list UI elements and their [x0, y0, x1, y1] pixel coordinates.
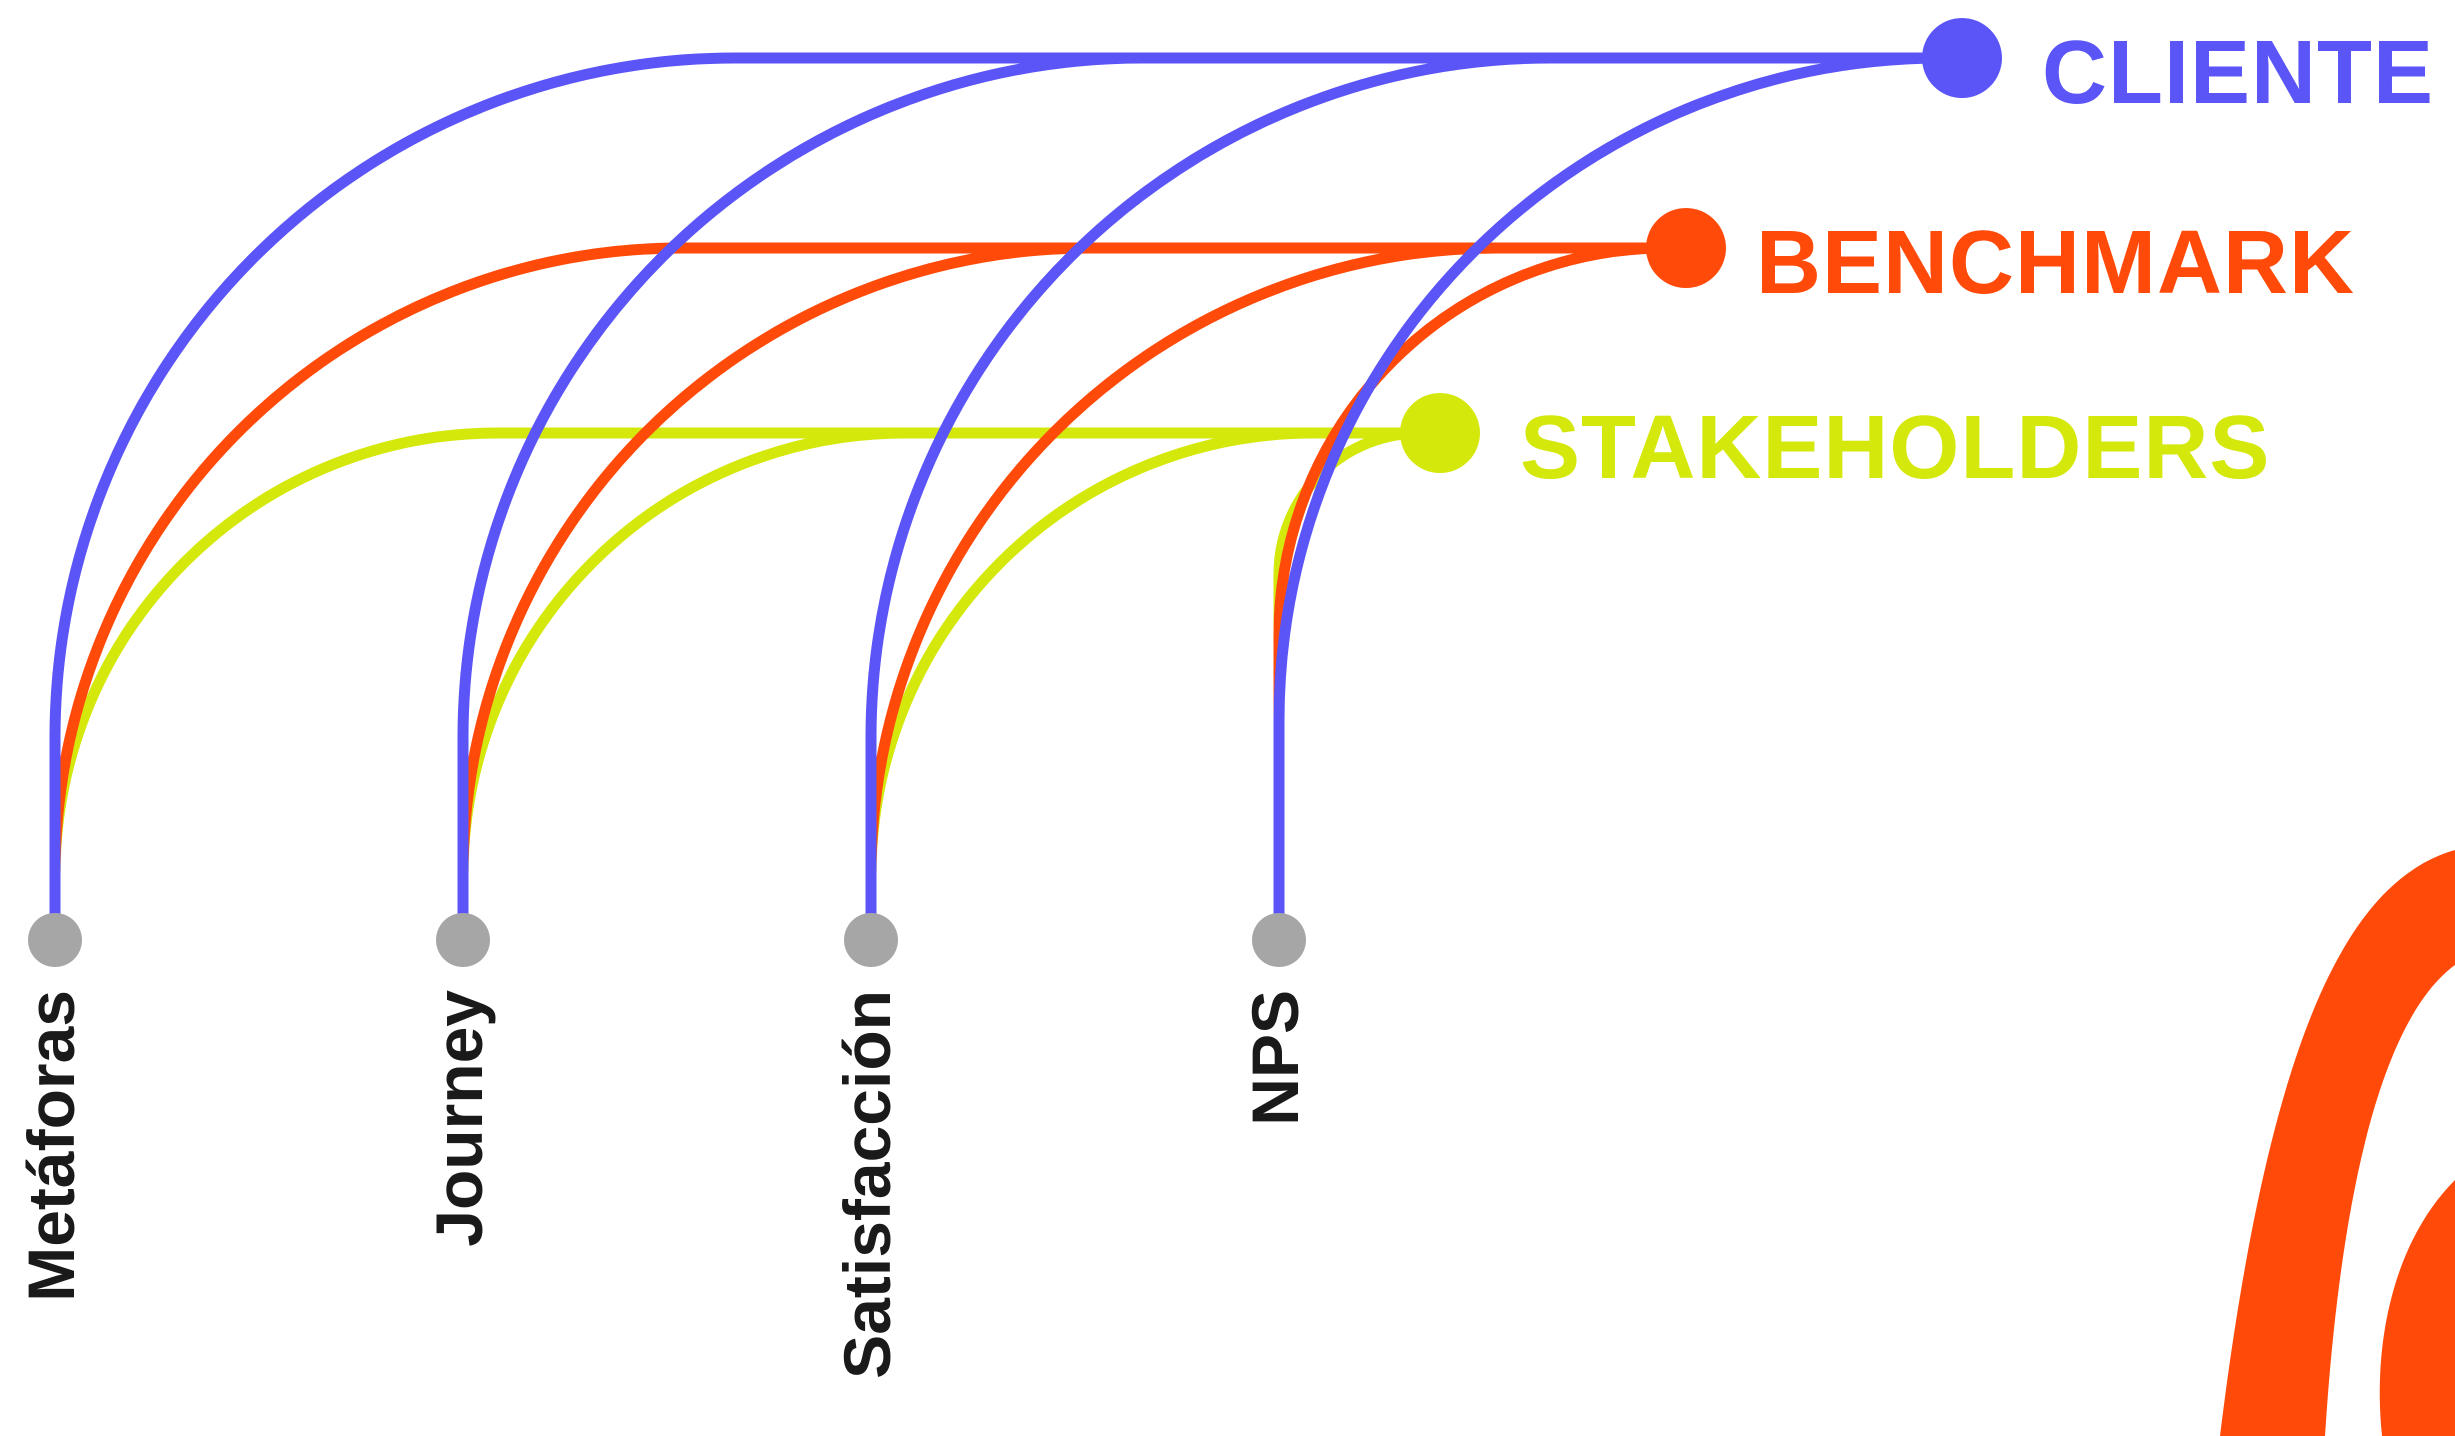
link-stakeholders-to-nps: [1273, 427, 1446, 921]
link-stakeholders-to-metaforas: [49, 427, 1446, 921]
link-benchmark-to-satisfaccion: [865, 242, 1692, 921]
category-label-journey: Journey: [422, 990, 496, 1247]
source-label-benchmark: BENCHMARK: [1756, 213, 2355, 313]
source-node-stakeholders: [1400, 393, 1480, 473]
category-label-nps: NPS: [1238, 990, 1312, 1126]
category-node-nps: [1252, 913, 1306, 967]
source-node-cliente: [1922, 18, 2002, 98]
orange-arch-shape: [2220, 850, 2455, 1436]
link-cliente-to-satisfaccion: [865, 52, 1968, 921]
link-cliente-to-journey: [457, 52, 1968, 921]
link-cliente-to-nps: [1273, 52, 1968, 921]
category-node-metaforas: [28, 913, 82, 967]
category-node-satisfaccion: [844, 913, 898, 967]
category-label-metaforas: Metáforas: [14, 990, 88, 1302]
link-stakeholders-to-satisfaccion: [865, 427, 1446, 921]
link-benchmark-to-metaforas: [49, 242, 1692, 921]
link-cliente-to-metaforas: [49, 52, 1968, 921]
category-label-satisfaccion: Satisfacción: [830, 990, 904, 1379]
category-node-journey: [436, 913, 490, 967]
source-label-cliente: CLIENTE: [2042, 23, 2434, 123]
orange-arch-inner-shape: [2379, 1180, 2455, 1436]
decorative-orange-arch: [2220, 850, 2455, 1436]
source-node-benchmark: [1646, 208, 1726, 288]
source-label-stakeholders: STAKEHOLDERS: [1520, 398, 2270, 498]
connection-links: [49, 52, 1968, 921]
link-benchmark-to-nps: [1273, 242, 1692, 921]
link-benchmark-to-journey: [457, 242, 1692, 921]
